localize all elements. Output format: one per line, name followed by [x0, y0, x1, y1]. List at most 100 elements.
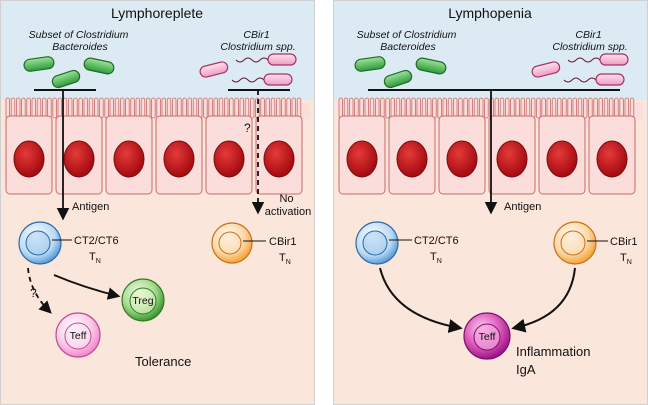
microvillus: [452, 97, 458, 119]
nucleus: [13, 140, 45, 178]
pink-bacterium: [567, 53, 629, 66]
pink-bacterium: [531, 61, 561, 78]
dashed-arrow-to-teff: [27, 267, 52, 314]
microvillus: [286, 97, 291, 119]
pink-bacterium: [235, 53, 297, 66]
microbe-label-a-right: Subset of Clostridium Bacteroides: [357, 29, 460, 53]
microvillus: [192, 97, 198, 119]
microvillus: [291, 97, 296, 119]
microvillus: [624, 97, 629, 119]
nucleus: [213, 140, 245, 178]
microvillus: [598, 97, 603, 119]
microvillus: [57, 97, 62, 119]
microvillus: [218, 97, 224, 119]
cell-a-sub-left: TN: [89, 251, 101, 265]
microvillus: [42, 97, 47, 119]
cell-a-label-right: CT2/CT6: [414, 235, 459, 247]
microvillus: [213, 97, 218, 119]
microvillus: [421, 97, 427, 119]
microbe-label-b-right: CBir1 Clostridium spp.: [552, 29, 627, 53]
question-mark-top: ?: [244, 121, 251, 135]
green-bacterium: [51, 69, 81, 89]
pink-bacterium: [563, 73, 625, 86]
nucleus: [446, 140, 478, 178]
microvillus: [629, 97, 635, 119]
microvillus: [567, 97, 572, 119]
microvillus: [432, 97, 437, 119]
microvillus: [447, 97, 453, 119]
teff-label-right: Teff: [479, 331, 496, 343]
microvillus: [411, 97, 416, 119]
ct2-ct6-naive-t-cell: [18, 221, 72, 265]
cell-a-sub-right: TN: [430, 251, 442, 265]
green-bacterium: [415, 57, 447, 75]
microvillus: [187, 97, 192, 119]
microvillus: [26, 97, 31, 119]
antigen-label-right: Antigen: [504, 201, 541, 213]
microvillus: [31, 97, 36, 119]
microvillus: [400, 97, 406, 119]
microvillus: [510, 97, 515, 119]
cell-b-sub-left: TN: [279, 252, 291, 266]
microvillus: [281, 97, 286, 119]
microvillus: [577, 97, 583, 119]
microvillus: [109, 97, 114, 119]
microvillus: [223, 97, 229, 119]
microvillus: [343, 97, 349, 119]
microvillus: [478, 97, 484, 119]
teff-label-left: Teff: [70, 330, 87, 342]
microvillus: [515, 97, 520, 119]
panel-lymphoreplete: Lymphoreplete Subset of Clostridium Bact…: [0, 0, 315, 405]
microvillus: [104, 97, 109, 119]
treg-label: Treg: [132, 295, 153, 307]
microvillus: [68, 97, 73, 119]
microvillus: [114, 97, 120, 119]
microvillus: [536, 97, 541, 119]
microvillus: [609, 97, 614, 119]
microvillus: [249, 97, 255, 119]
green-bacterium: [354, 56, 386, 72]
microvillus: [557, 97, 562, 119]
microvillus: [151, 97, 156, 119]
microvillus: [270, 97, 276, 119]
green-bacterium: [83, 57, 115, 75]
ct2-ct6-naive-t-cell-right: [355, 221, 412, 265]
microvillus: [244, 97, 250, 119]
microvillus: [374, 97, 380, 119]
microvillus: [499, 97, 505, 119]
nucleus: [396, 140, 428, 178]
microvillus: [426, 97, 432, 119]
panel-lymphopenia: Lymphopenia Subset of Clostridium Bacter…: [333, 0, 648, 405]
nucleus: [113, 140, 145, 178]
microvillus: [504, 97, 510, 119]
microvillus: [520, 97, 525, 119]
cell-b-sub-right: TN: [620, 252, 632, 266]
microvillus: [52, 97, 57, 119]
teff-cell-right: [463, 312, 511, 360]
microvillus: [135, 97, 140, 119]
green-bacterium: [23, 56, 55, 72]
microvillus: [484, 97, 489, 119]
microvillus: [125, 97, 130, 119]
arrow-ct2-to-teff: [379, 267, 463, 333]
microvillus: [348, 97, 354, 119]
question-mark-bottom: ?: [30, 286, 37, 300]
epithelium-left: [5, 97, 310, 195]
microvillus: [10, 97, 16, 119]
microvillus: [572, 97, 577, 119]
microvillus: [203, 97, 208, 119]
panel-title-left: Lymphoreplete: [111, 5, 203, 21]
teff-cell-left: [55, 312, 101, 358]
microvillus: [619, 97, 624, 119]
pink-bacterium: [199, 61, 229, 78]
nucleus: [596, 140, 628, 178]
nucleus: [496, 140, 528, 178]
microvillus: [145, 97, 151, 119]
microvillus: [364, 97, 369, 119]
microvillus: [541, 97, 546, 119]
nucleus: [546, 140, 578, 178]
cell-a-label-left: CT2/CT6: [74, 235, 119, 247]
microvillus: [583, 97, 588, 119]
microvillus: [234, 97, 239, 119]
